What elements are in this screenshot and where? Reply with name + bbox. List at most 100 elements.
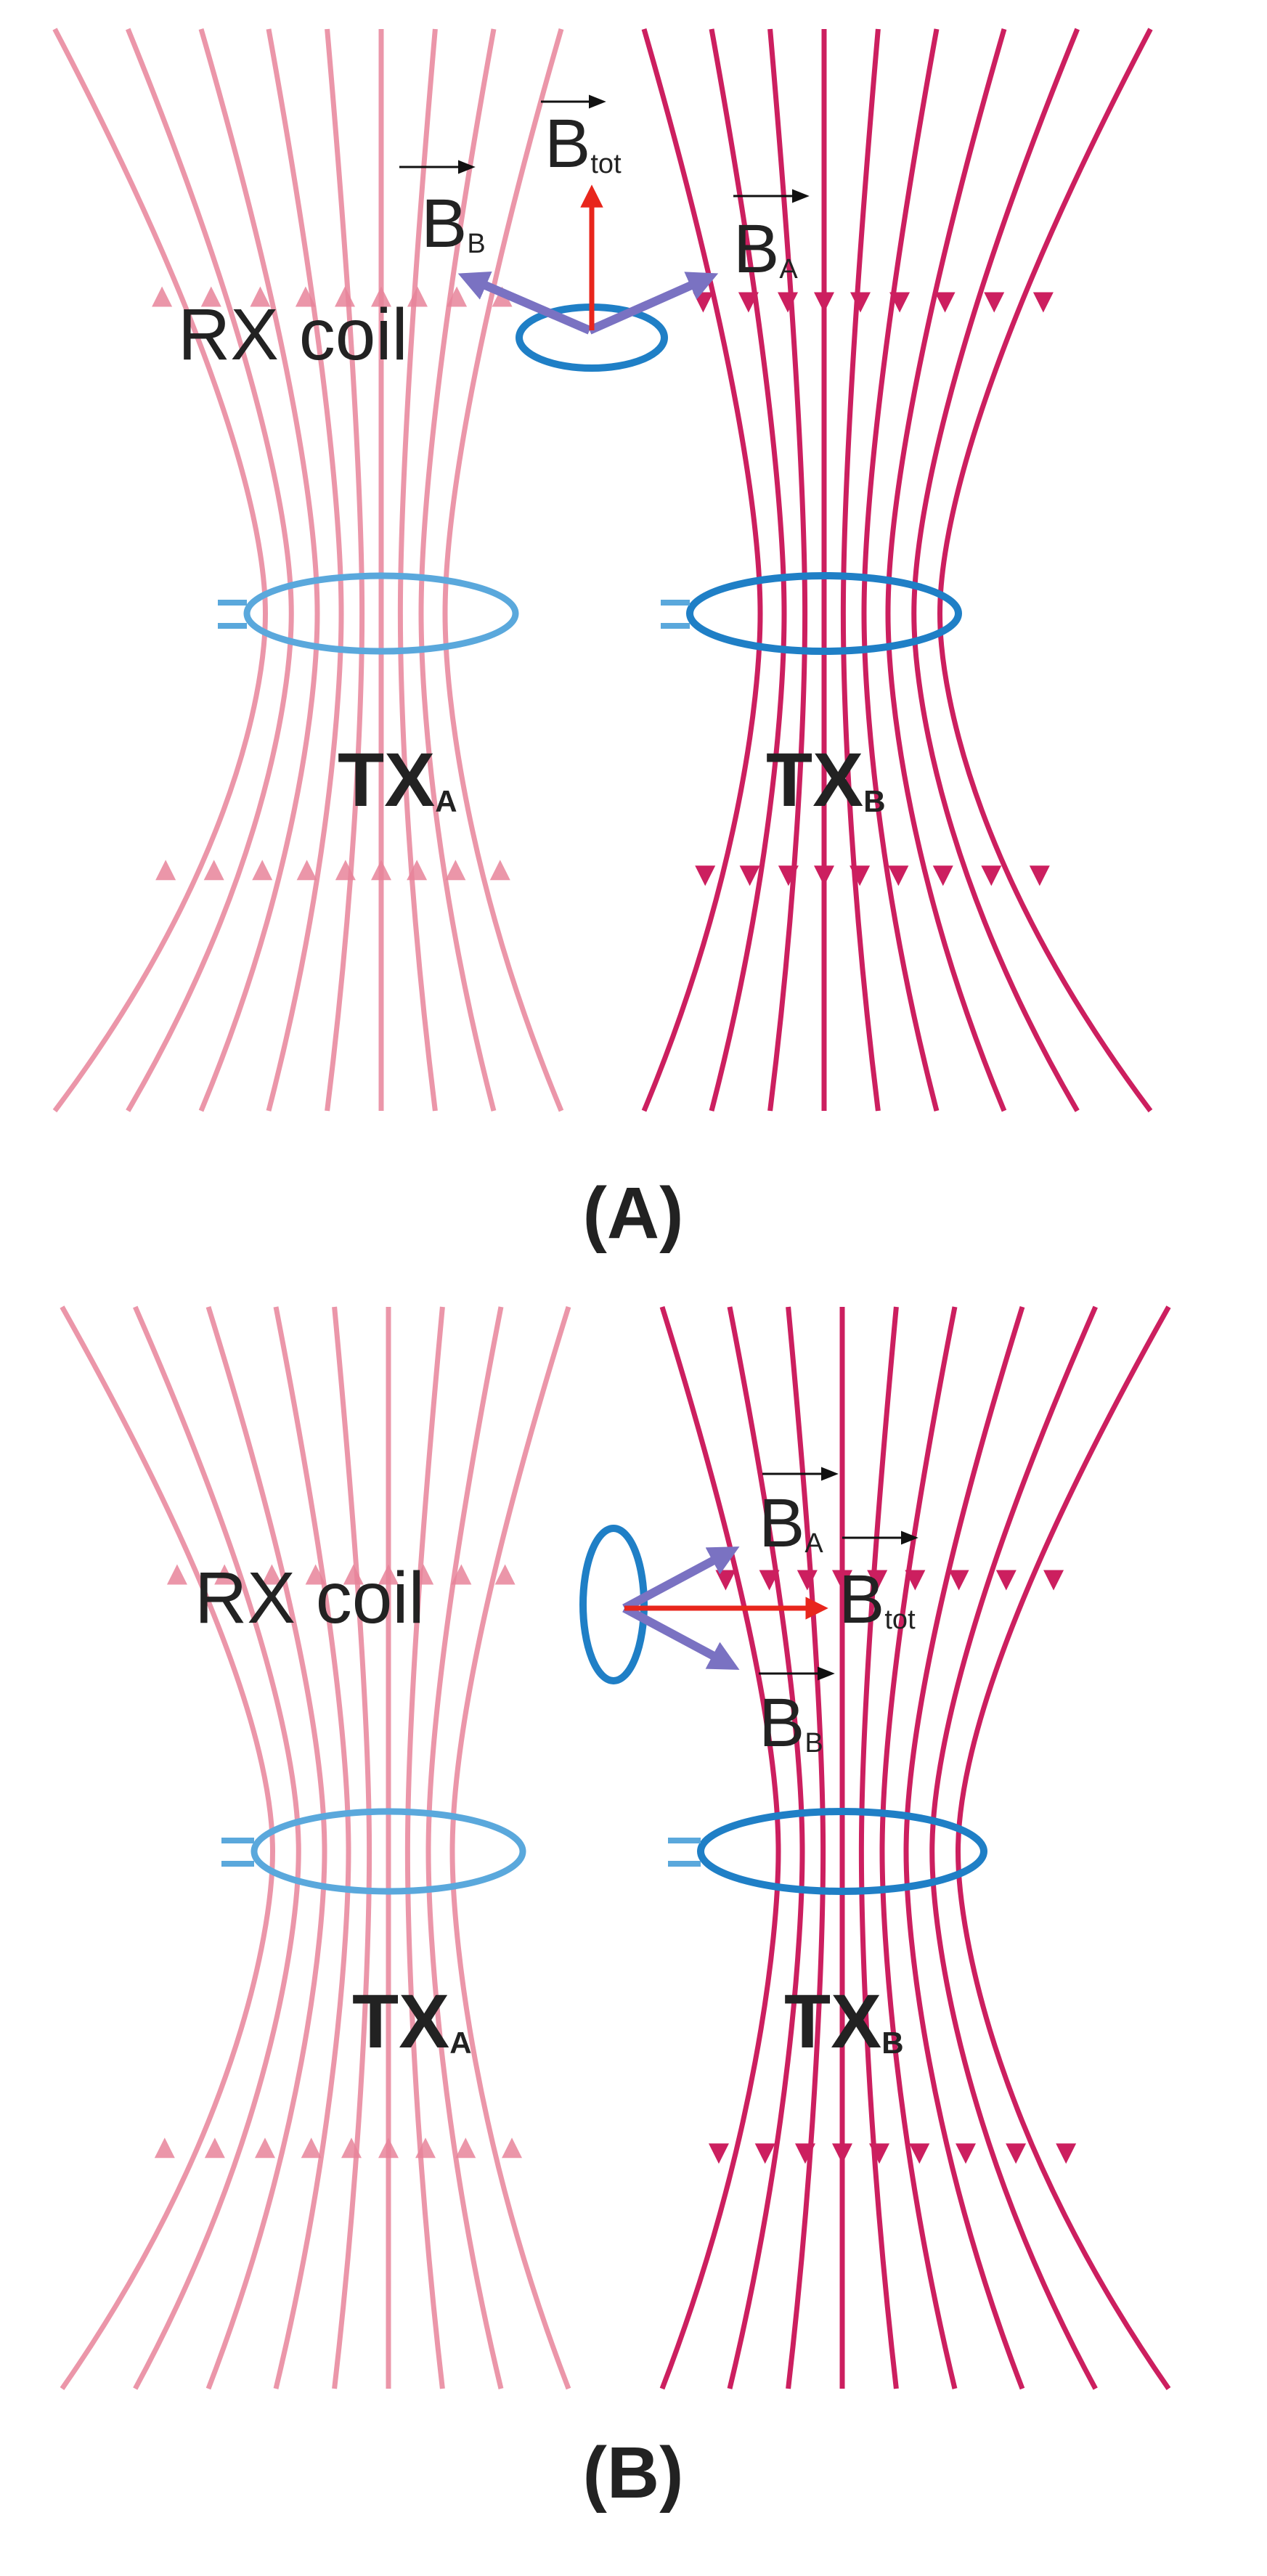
field-direction-arrow-icon xyxy=(295,286,316,307)
field-direction-arrow-icon xyxy=(407,860,428,881)
field-direction-arrow-icon xyxy=(378,2137,399,2159)
field-direction-arrow-icon xyxy=(708,2143,729,2164)
tx-b-label: TXB xyxy=(784,1979,904,2064)
field-direction-arrow-icon xyxy=(850,292,871,313)
field-direction-arrow-icon xyxy=(1056,2143,1077,2164)
field-direction-arrow-icon xyxy=(301,2137,322,2159)
field-direction-arrow-icon xyxy=(204,2137,225,2159)
field-direction-arrow-icon xyxy=(371,860,391,881)
panel-b-caption: (B) xyxy=(583,2432,684,2514)
field-lines-tx-b xyxy=(641,28,1153,1113)
field-direction-arrow-icon xyxy=(984,292,1005,313)
field-line xyxy=(879,1306,958,2389)
field-direction-arrow-icon xyxy=(1043,1570,1064,1591)
field-direction-arrow-icon xyxy=(981,865,1002,886)
field-direction-arrow-icon xyxy=(934,292,956,313)
field-direction-arrow-icon xyxy=(850,865,871,886)
field-direction-arrow-icon xyxy=(1006,2143,1027,2164)
vector-b-a-arrow xyxy=(587,272,719,335)
field-line xyxy=(903,1305,1025,2390)
vector-b-b-arrow xyxy=(622,1604,740,1670)
field-direction-arrow-icon xyxy=(415,2137,436,2159)
field-direction-arrow-icon xyxy=(200,286,221,307)
field-direction-arrow-icon xyxy=(155,860,176,881)
field-line xyxy=(425,1306,504,2389)
field-direction-arrow-icon xyxy=(814,292,834,313)
field-direction-arrow-icon xyxy=(250,286,271,307)
field-line xyxy=(325,28,365,1112)
field-direction-arrow-icon xyxy=(489,860,510,881)
field-line xyxy=(641,28,763,1112)
panel-a: Btot BB BA RX coil TXA TXB (A) xyxy=(52,28,1153,1254)
field-direction-arrow-icon xyxy=(869,2143,890,2164)
field-direction-arrow-icon xyxy=(888,865,909,886)
field-line xyxy=(273,1306,351,2389)
field-line xyxy=(198,28,320,1112)
field-line xyxy=(133,1305,301,2390)
field-direction-arrow-icon xyxy=(759,1570,780,1591)
field-direction-arrow-icon xyxy=(867,1570,888,1591)
field-direction-arrow-icon xyxy=(932,865,953,886)
field-direction-arrow-icon xyxy=(715,1570,736,1591)
field-direction-arrow-icon xyxy=(166,1564,187,1585)
field-direction-arrow-icon xyxy=(832,2143,852,2164)
field-direction-arrow-icon xyxy=(261,1564,282,1585)
rx-coil xyxy=(579,1525,648,1684)
vector-b-a-arrow xyxy=(622,1546,740,1613)
field-direction-arrow-icon xyxy=(739,865,760,886)
field-line xyxy=(937,28,1153,1113)
field-line xyxy=(397,28,438,1112)
field-line xyxy=(404,1306,445,2389)
field-line xyxy=(727,1306,805,2389)
field-direction-arrow-icon xyxy=(455,2137,476,2159)
field-line xyxy=(52,28,269,1113)
field-line xyxy=(955,1305,1171,2390)
field-direction-arrow-icon xyxy=(371,286,391,307)
field-line xyxy=(858,1306,899,2389)
field-direction-arrow-icon xyxy=(695,865,716,886)
field-direction-arrow-icon xyxy=(203,860,224,881)
field-direction-arrow-icon xyxy=(502,2137,523,2159)
field-line xyxy=(418,28,497,1112)
field-direction-arrow-icon xyxy=(252,860,273,881)
field-direction-arrow-icon xyxy=(214,1564,235,1585)
vector-b-tot-label: Btot xyxy=(545,105,622,182)
field-direction-arrow-icon xyxy=(447,286,468,307)
field-direction-arrow-icon xyxy=(254,2137,275,2159)
field-line xyxy=(840,28,881,1112)
field-direction-arrow-icon xyxy=(152,286,173,307)
field-direction-arrow-icon xyxy=(778,865,799,886)
tx-a-coil xyxy=(221,1808,526,1895)
field-direction-arrow-icon xyxy=(335,860,356,881)
field-line xyxy=(60,1305,276,2390)
field-direction-arrow-icon xyxy=(738,292,759,313)
field-direction-arrow-icon xyxy=(335,286,356,307)
panel-b: BA Btot BB RX coil TXA TXB (B) xyxy=(60,1305,1171,2514)
field-line xyxy=(767,28,808,1112)
rx-coil-label: RX coil xyxy=(195,1557,425,1639)
vector-b-a-label: BA xyxy=(759,1485,823,1562)
field-direction-arrow-icon xyxy=(154,2137,175,2159)
field-direction-arrow-icon xyxy=(413,1564,434,1585)
field-direction-arrow-icon xyxy=(794,2143,815,2164)
field-direction-arrow-icon xyxy=(693,292,714,313)
tx-b-label: TXB xyxy=(766,738,886,823)
field-direction-arrow-icon xyxy=(343,1564,364,1585)
field-direction-arrow-icon xyxy=(995,1570,1017,1591)
field-direction-arrow-icon xyxy=(451,1564,472,1585)
field-direction-arrow-icon xyxy=(956,2143,977,2164)
vector-b-b-arrow xyxy=(457,272,592,335)
field-line xyxy=(449,1305,571,2390)
tx-b-coil xyxy=(668,1808,987,1895)
field-direction-arrow-icon xyxy=(814,865,834,886)
field-line xyxy=(266,28,344,1112)
field-direction-arrow-icon xyxy=(407,286,428,307)
field-direction-arrow-icon xyxy=(889,292,910,313)
field-line xyxy=(861,28,940,1112)
field-line xyxy=(205,1305,327,2390)
field-line xyxy=(332,1306,372,2389)
vector-b-tot-label: Btot xyxy=(839,1561,916,1638)
field-line xyxy=(911,28,1080,1112)
vector-b-a-label: BA xyxy=(733,211,798,288)
